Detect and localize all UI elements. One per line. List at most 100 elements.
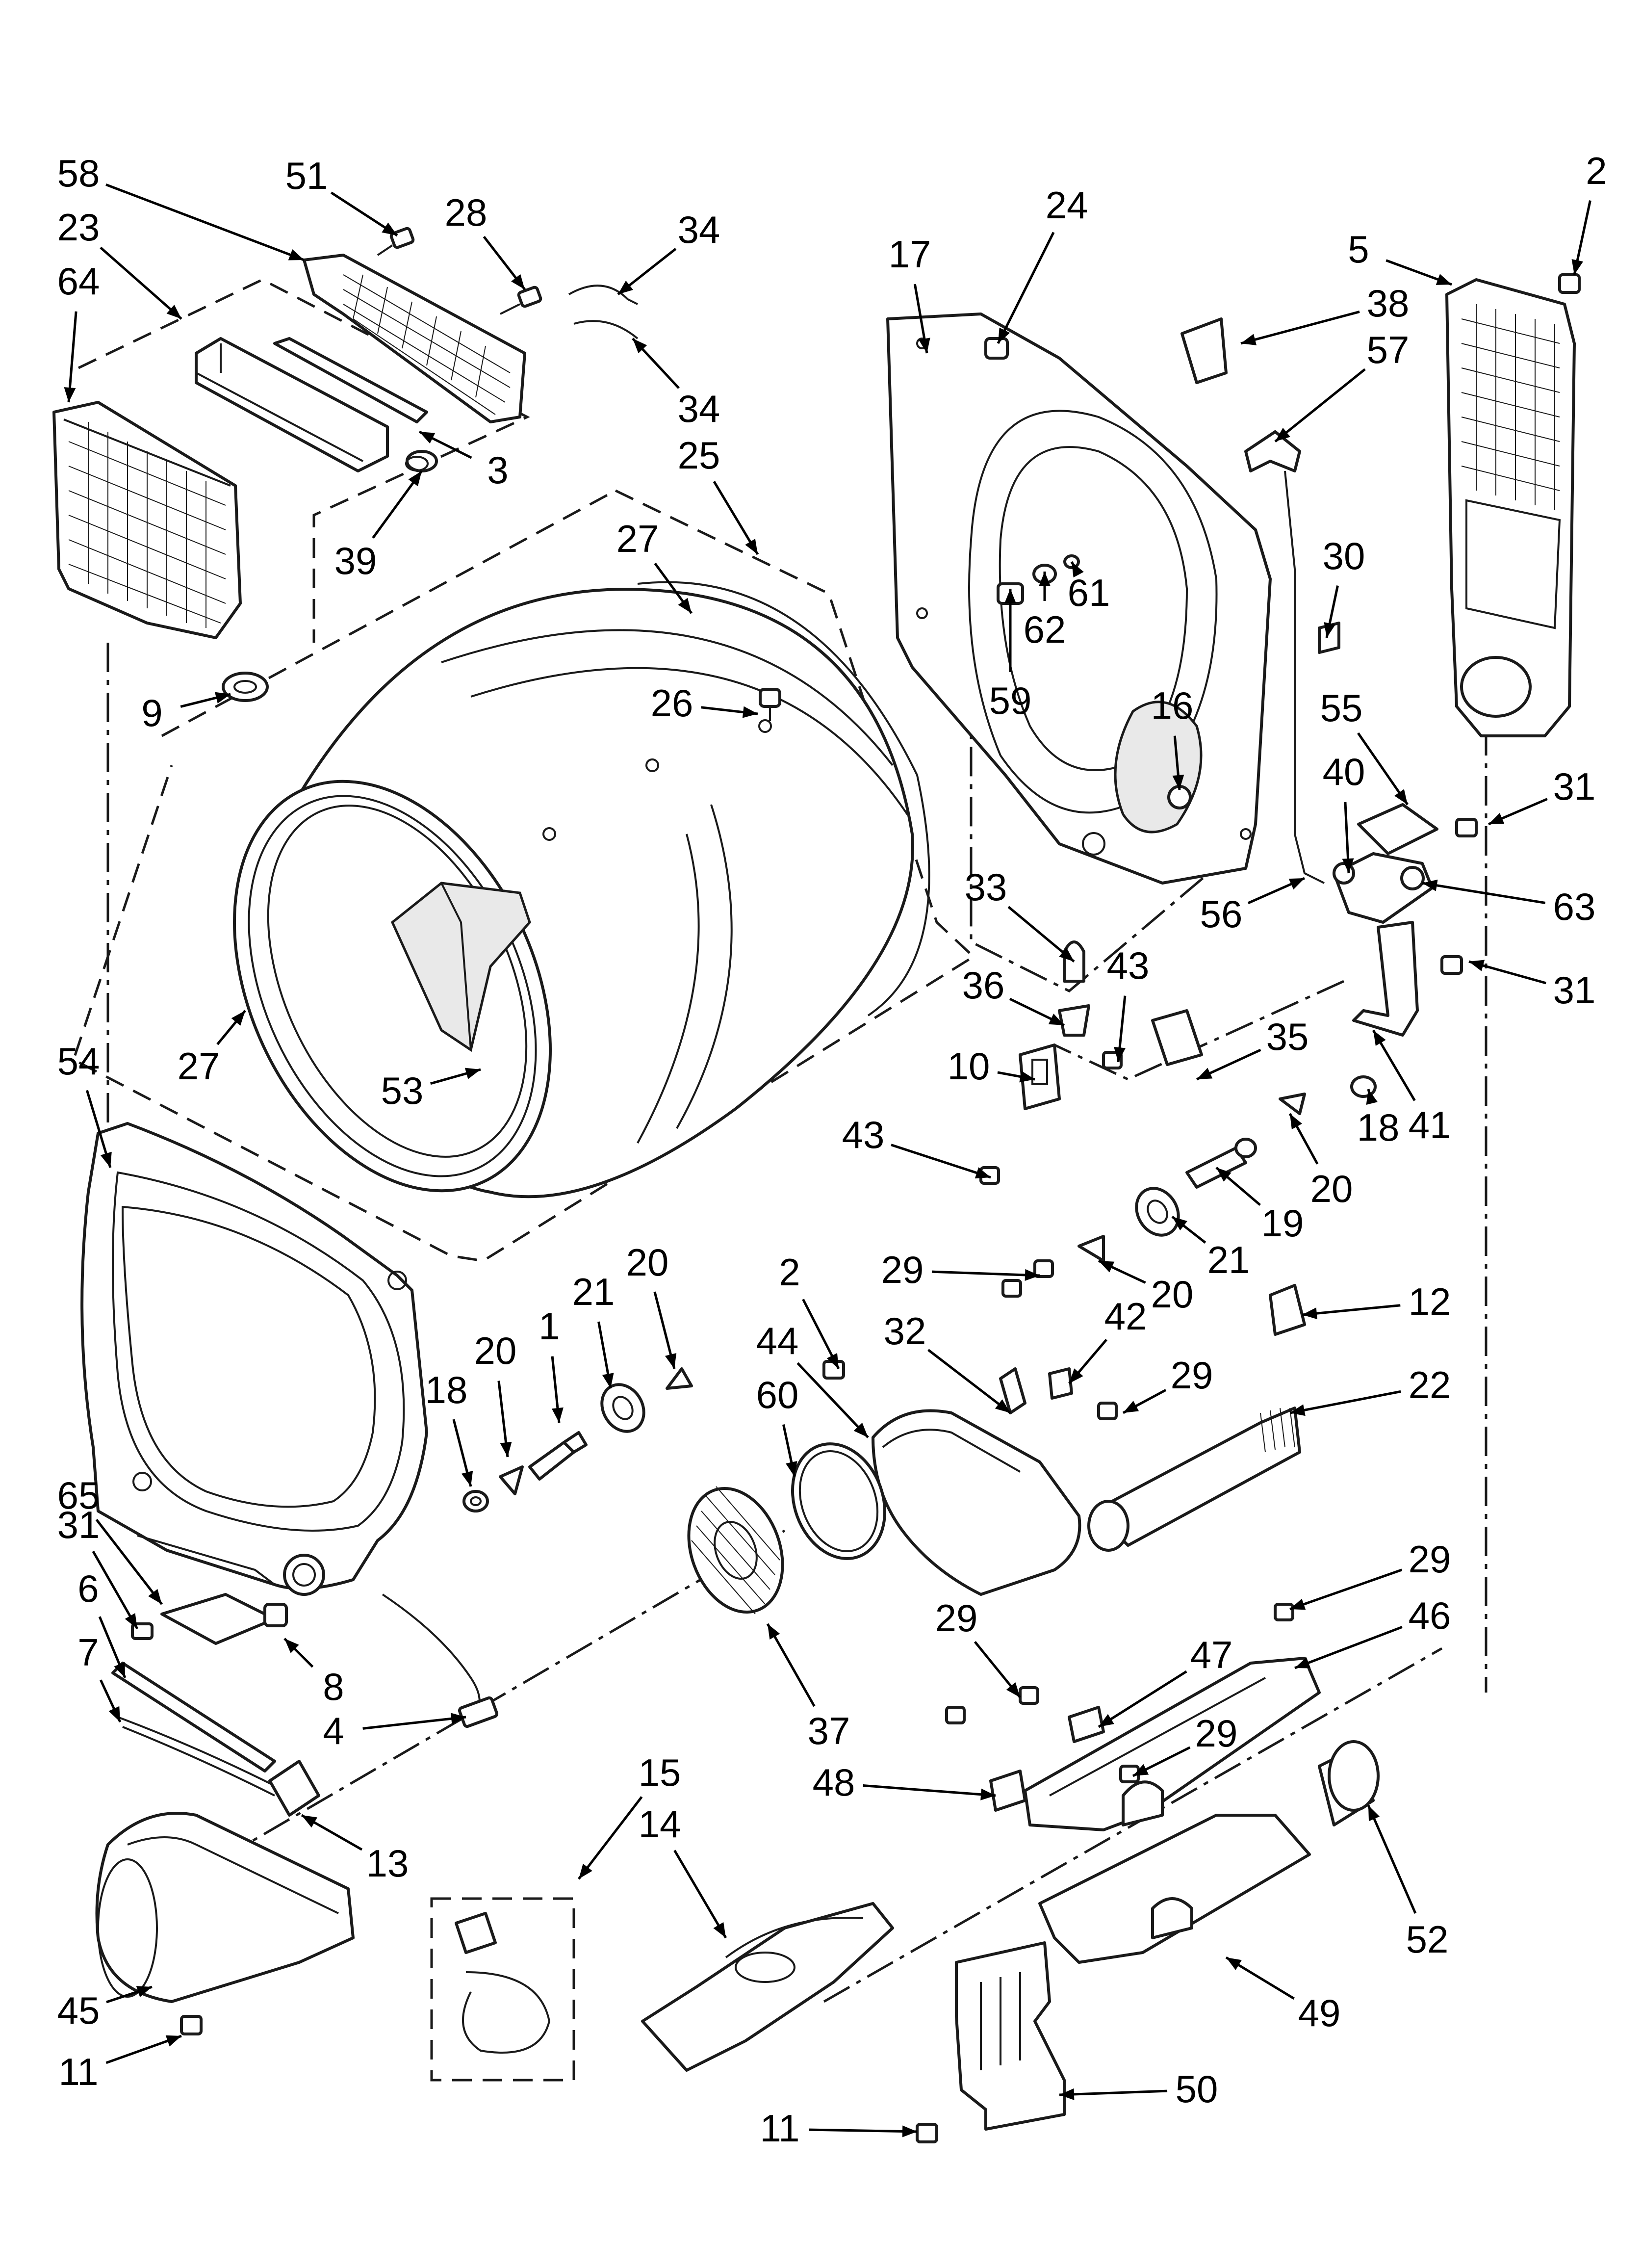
leader-arrowhead	[1039, 572, 1051, 586]
leader-line	[1240, 311, 1360, 345]
lint-screen-group	[52, 227, 639, 702]
leader-arrowhead	[975, 1167, 991, 1179]
bracket-35	[1151, 1009, 1203, 1066]
callout-number: 39	[334, 539, 377, 582]
leader-arrowhead	[1172, 775, 1184, 790]
screw-31-right-b	[1440, 955, 1463, 975]
leader-arrowhead	[768, 1624, 780, 1640]
leader-arrowhead	[302, 1815, 318, 1828]
leader-line	[1302, 1304, 1401, 1316]
leader-arrowhead	[995, 1399, 1010, 1413]
callout-number: 9	[141, 691, 162, 734]
leader-arrowhead	[1290, 1114, 1302, 1130]
leader-arrowhead	[231, 1011, 245, 1026]
rear-roller-parts	[979, 940, 1377, 1262]
callout-number: 54	[57, 1040, 100, 1083]
callout-number: 34	[678, 208, 720, 251]
gas-valve-area	[1180, 317, 1478, 1037]
screw-28	[500, 286, 542, 315]
callout-number: 20	[474, 1329, 517, 1372]
roller-21-rear	[1135, 1187, 1180, 1237]
callout-number: 44	[756, 1319, 799, 1362]
heater-base-49	[1038, 1814, 1311, 1964]
callout-number: 53	[381, 1069, 424, 1112]
leader-arrowhead	[511, 274, 525, 289]
lower-right-diagonal	[823, 1647, 1443, 2003]
leader-arrowhead	[1368, 1805, 1380, 1822]
blower-housing-44	[872, 1367, 1081, 1596]
leader-arrowhead	[742, 706, 758, 718]
leader-arrowhead	[1571, 259, 1584, 275]
clip-42	[1048, 1367, 1073, 1400]
thermostat-48	[989, 1770, 1026, 1812]
callout-number: 18	[425, 1368, 468, 1411]
leader-arrowhead	[1290, 1404, 1306, 1416]
callout-number: 59	[989, 679, 1032, 722]
harness-kit-15	[430, 1897, 575, 2082]
callout-number: 25	[678, 434, 720, 477]
callout-number: 10	[948, 1044, 990, 1088]
screw-29-top-a	[1033, 1259, 1054, 1278]
leader-arrowhead	[1099, 1261, 1115, 1273]
callout-number: 46	[1409, 1594, 1451, 1637]
callout-number: 41	[1409, 1103, 1451, 1147]
leader-arrowhead	[419, 432, 436, 444]
callout-number: 15	[639, 1751, 681, 1794]
leader-line	[100, 246, 182, 320]
drum-assembly-outline	[72, 489, 976, 1262]
callout-number: 1	[539, 1304, 560, 1348]
callout-number: 18	[1357, 1106, 1400, 1149]
lint-duct-45	[95, 1812, 355, 2003]
callout-number: 23	[57, 206, 100, 249]
lint-screen	[52, 401, 242, 639]
callout-number: 24	[1046, 183, 1088, 227]
callout-number: 31	[1553, 968, 1596, 1012]
callout-number: 4	[323, 1709, 344, 1752]
drum-rear-seal	[637, 581, 930, 1017]
drum-baffle	[390, 882, 531, 1052]
leader-arrowhead	[461, 1470, 473, 1486]
leader-arrowhead	[1226, 1957, 1242, 1970]
blower-wheel-37	[687, 1486, 784, 1615]
callout-number: 20	[626, 1241, 669, 1284]
leader-arrowhead	[826, 1353, 839, 1369]
callout-number: 29	[881, 1248, 924, 1291]
leader-arrowhead	[382, 222, 397, 235]
leader-arrowhead	[284, 1639, 299, 1653]
bracket-65	[160, 1593, 276, 1645]
leader-arrowhead	[786, 1461, 797, 1477]
screw-29-top-b	[1001, 1279, 1022, 1298]
leader-arrowhead	[1241, 334, 1257, 345]
leader-arrowhead	[665, 1353, 677, 1369]
screw-8	[263, 1603, 288, 1627]
clip-20-front-b	[666, 1367, 693, 1390]
burner-area	[430, 1603, 1380, 2143]
rear-bracket-assembly-outline	[970, 524, 1228, 992]
leader-line	[92, 1550, 139, 1630]
callout-number: 63	[1553, 885, 1596, 928]
leader-line	[891, 1144, 991, 1179]
leader-arrowhead	[500, 1441, 512, 1457]
clip-20-front	[499, 1465, 524, 1495]
leader-arrowhead	[148, 1589, 162, 1604]
leader-arrowhead	[1302, 1307, 1318, 1320]
leader-arrowhead	[288, 249, 304, 261]
leader-arrowhead	[1072, 562, 1084, 578]
callout-number: 29	[1195, 1712, 1238, 1755]
callout-number: 64	[57, 260, 100, 303]
leader-arrowhead	[998, 327, 1010, 343]
clip-20-rear-a	[1279, 1093, 1306, 1115]
leader-arrowhead	[1048, 1014, 1064, 1025]
screw-29-left-a	[1019, 1686, 1039, 1705]
leader-line	[1367, 1805, 1417, 1914]
screw-29-mid	[1097, 1402, 1118, 1420]
clip-13	[268, 1760, 320, 1817]
leader-line	[1098, 1670, 1187, 1728]
leader-arrowhead	[1275, 427, 1290, 442]
callout-number: 16	[1151, 684, 1194, 727]
leader-arrowhead	[136, 1986, 152, 1997]
leader-arrowhead	[633, 339, 647, 354]
callout-number: 61	[1068, 571, 1110, 614]
leader-line	[927, 1349, 1011, 1414]
